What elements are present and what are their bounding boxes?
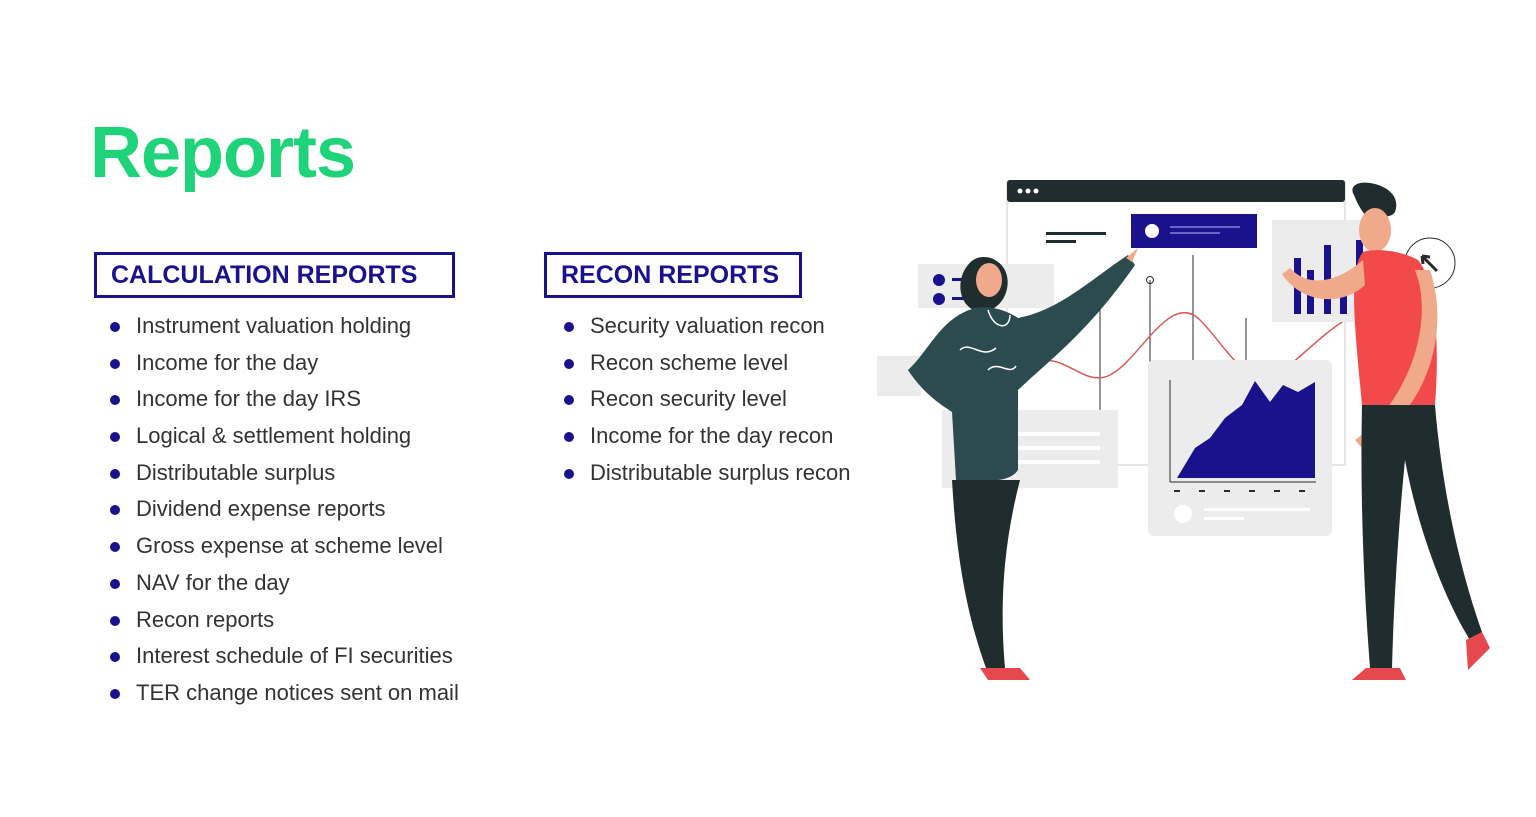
list-item: Distributable surplus recon [562, 455, 850, 492]
list-item: Security valuation recon [562, 308, 850, 345]
bullet-icon [564, 468, 574, 479]
bullet-icon [110, 542, 120, 553]
list-item: Distributable surplus [108, 455, 459, 492]
bullet-icon [564, 322, 574, 332]
bullet-icon [110, 652, 120, 663]
woman-presenter-icon [908, 248, 1138, 680]
bullet-icon [564, 395, 574, 406]
bullet-icon [110, 578, 120, 589]
bullet-icon [110, 322, 120, 332]
calculation-reports-list: Instrument valuation holding Income for … [108, 308, 459, 712]
area-chart-icon [1148, 360, 1332, 536]
list-item: Recon scheme level [562, 345, 850, 382]
check-icon [1145, 224, 1159, 238]
list-item: Logical & settlement holding [108, 418, 459, 455]
bullet-icon [110, 615, 120, 626]
list-item: Recon reports [108, 602, 459, 639]
list-item: Dividend expense reports [108, 491, 459, 528]
list-item: Income for the day [108, 345, 459, 382]
bullet-icon [110, 432, 120, 443]
bullet-icon [110, 468, 120, 479]
bullet-icon [110, 688, 120, 699]
list-item: NAV for the day [108, 565, 459, 602]
man-presenter-icon [1282, 182, 1490, 680]
list-item: Gross expense at scheme level [108, 528, 459, 565]
bullet-icon [110, 358, 120, 369]
recon-reports-list: Security valuation recon Recon scheme le… [562, 308, 850, 491]
illustration-presenters [877, 180, 1490, 680]
list-item: Income for the day recon [562, 418, 850, 455]
list-item: TER change notices sent on mail [108, 675, 459, 712]
list-item: Income for the day IRS [108, 381, 459, 418]
page-title: Reports [90, 113, 356, 193]
calculation-reports-heading: CALCULATION REPORTS [94, 252, 455, 298]
bullet-icon [564, 432, 574, 443]
bullet-icon [110, 395, 120, 406]
recon-reports-heading: RECON REPORTS [544, 252, 802, 298]
list-item: Instrument valuation holding [108, 308, 459, 345]
list-item: Recon security level [562, 381, 850, 418]
list-item: Interest schedule of FI securities [108, 638, 459, 675]
bullet-icon [564, 358, 574, 369]
bullet-icon [110, 505, 120, 516]
